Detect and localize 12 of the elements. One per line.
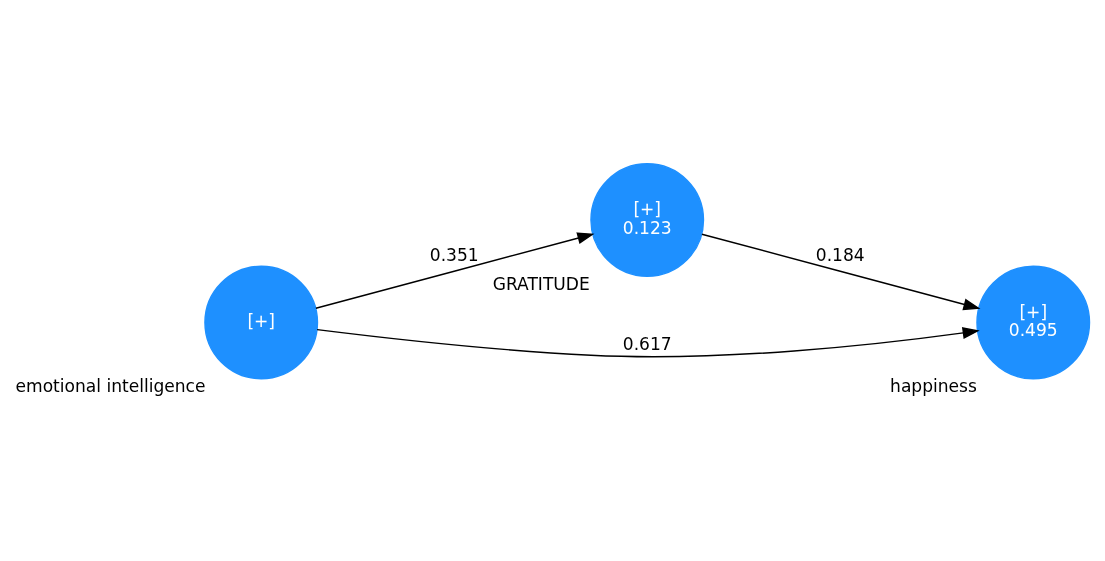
edge-label: 0.617	[622, 334, 672, 355]
edge-label: 0.351	[429, 244, 479, 265]
node-label: happiness	[890, 376, 977, 397]
arrow	[316, 327, 980, 358]
node-label: GRATITUDE	[492, 273, 590, 294]
edge-label: 0.184	[815, 244, 865, 265]
node-circle: [+]	[204, 265, 319, 380]
arrow	[315, 232, 595, 309]
node-label: emotional intelligence	[15, 376, 206, 397]
arrow	[701, 233, 981, 311]
node-circle: [+] 0.123	[590, 163, 705, 277]
node-circle: [+] 0.495	[976, 265, 1091, 380]
